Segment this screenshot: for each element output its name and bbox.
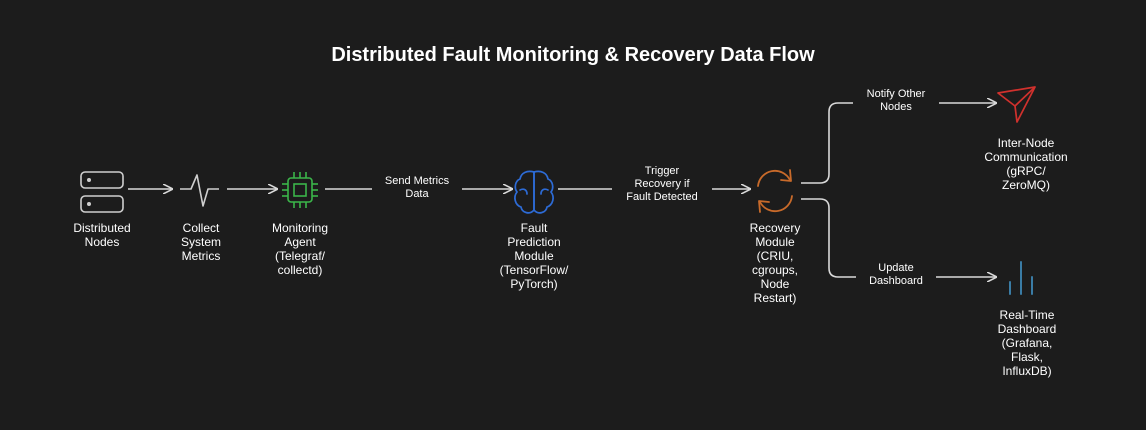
collect-metrics-label: Collect System Metrics bbox=[180, 221, 221, 263]
chip-icon bbox=[282, 172, 318, 208]
fault-prediction-label: Fault Prediction Module (TensorFlow/ PyT… bbox=[499, 221, 569, 291]
update-dashboard-edge-label: Update Dashboard bbox=[856, 262, 936, 288]
distributed-nodes-label: Distributed Nodes bbox=[73, 221, 131, 249]
bar-chart-icon bbox=[1009, 261, 1033, 295]
recovery-module-label: Recovery Module (CRIU, cgroups, Node Res… bbox=[749, 221, 801, 305]
arrow-recovery-to-dashboard bbox=[801, 198, 996, 277]
server-stack-icon bbox=[80, 171, 124, 213]
refresh-icon bbox=[757, 169, 793, 213]
trigger-recovery-edge-label: Trigger Recovery if Fault Detected bbox=[612, 165, 712, 204]
arrow-recovery-to-internode bbox=[801, 103, 996, 184]
notify-nodes-edge-label: Notify Other Nodes bbox=[853, 88, 939, 114]
monitoring-agent-label: Monitoring Agent (Telegraf/ collectd) bbox=[271, 221, 329, 277]
paper-plane-icon bbox=[997, 86, 1036, 123]
inter-node-communication-label: Inter-Node Communication (gRPC/ ZeroMQ) bbox=[984, 136, 1068, 192]
pulse-icon bbox=[180, 174, 219, 207]
brain-icon bbox=[514, 170, 554, 214]
real-time-dashboard-label: Real-Time Dashboard (Grafana, Flask, Inf… bbox=[997, 308, 1057, 378]
diagram-title: Distributed Fault Monitoring & Recovery … bbox=[331, 44, 815, 66]
send-metrics-edge-label: Send Metrics Data bbox=[372, 175, 462, 201]
